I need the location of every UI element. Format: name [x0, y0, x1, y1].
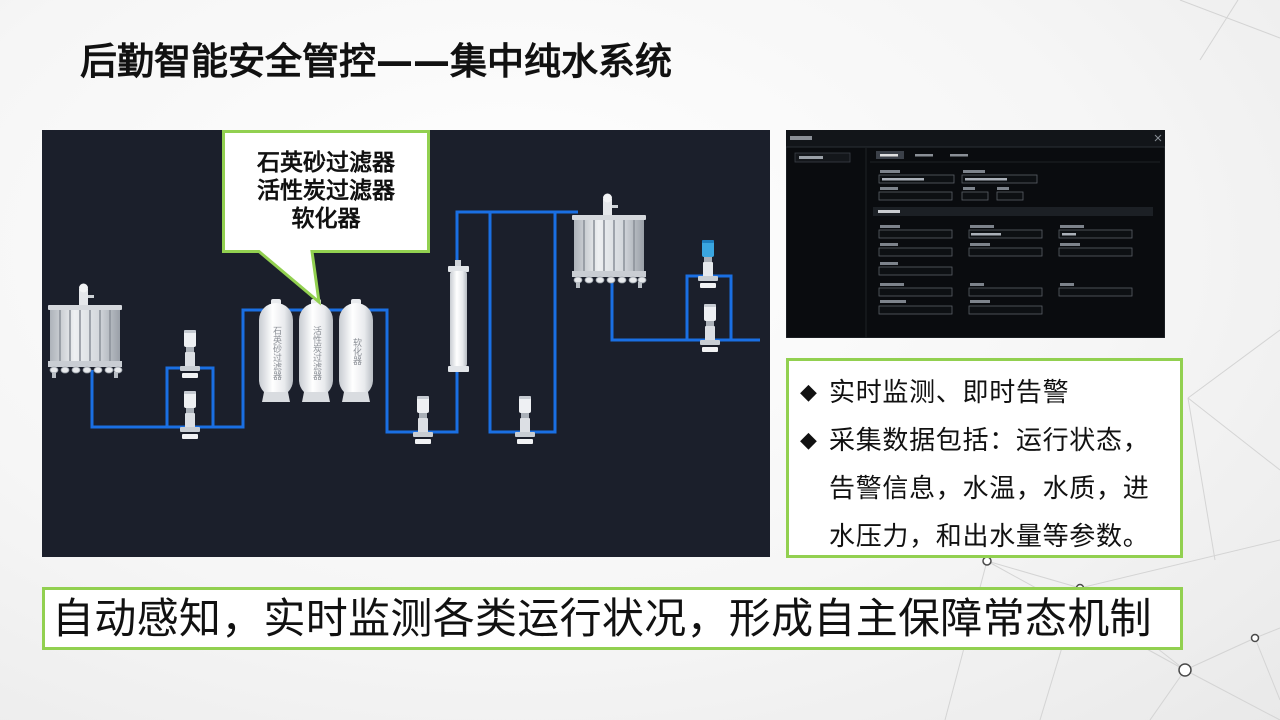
callout-bubble [222, 130, 430, 306]
filter-label-quartz: 石英砂过滤器 [271, 326, 281, 380]
callout-text: 石英砂过滤器 活性炭过滤器 软化器 [222, 149, 430, 233]
membrane-column [448, 260, 469, 372]
network-node [1250, 633, 1260, 643]
pure-water-tank [572, 193, 647, 289]
form-input-values [882, 178, 1076, 236]
bullet-continuation-line: 告警信息，水温，水质，进 [800, 465, 1180, 513]
filter-label-softener: 软化器 [351, 338, 361, 365]
form-tab-text [915, 154, 933, 157]
slide-title: 后勤智能安全管控——集中纯水系统 [80, 40, 672, 83]
bullet-text: 采集数据包括：运行状态， [829, 426, 1150, 456]
bullet-text: 告警信息，水温，水质，进 [829, 474, 1150, 504]
filter-label-carbon: 活性炭过滤器 [311, 326, 321, 380]
form-title-text [790, 136, 812, 140]
form-tab-text [950, 154, 968, 157]
quartz-sand-filter [259, 299, 293, 402]
bullet-continuation-line: 水压力，和出水量等参数。 [800, 513, 1180, 561]
form-tab-text [880, 154, 898, 157]
form-section-header-text [878, 210, 900, 213]
diamond-bullet-icon: ◆ [800, 428, 817, 453]
form-field-labels [880, 170, 1084, 303]
form-nav-item-text [799, 156, 823, 159]
device-form-screenshot [786, 130, 1165, 338]
form-section-header [873, 207, 1153, 216]
raw-water-pump [180, 391, 200, 439]
callout-line: 石英砂过滤器 [257, 150, 395, 176]
bullet-text: 实时监测、即时告警 [829, 378, 1070, 408]
raw-water-pump [180, 330, 200, 378]
diamond-bullet-icon: ◆ [800, 380, 817, 405]
supply-pump [700, 304, 720, 352]
network-node [1178, 663, 1192, 677]
raw-water-tank [48, 283, 123, 379]
form-title-bar [786, 130, 1165, 147]
callout-line: 活性炭过滤器 [257, 178, 395, 204]
summary-banner: 自动感知，实时监测各类运行状况，形成自主保障常态机制 [42, 587, 1183, 650]
water-system-drawing [48, 193, 760, 444]
supply-pump-blue [698, 240, 718, 288]
water-softener [339, 299, 373, 402]
callout-line: 软化器 [291, 206, 361, 232]
features-box: ◆ 实时监测、即时告警 ◆ 采集数据包括：运行状态， 告警信息，水温，水质，进 … [786, 358, 1183, 558]
close-icon [1154, 134, 1162, 142]
callout-shape [222, 130, 430, 306]
water-system-diagram: 石英砂过滤器 活性炭过滤器 软化器 [42, 130, 770, 557]
bullet-text: 水压力，和出水量等参数。 [829, 522, 1150, 552]
activated-carbon-filter [299, 299, 333, 402]
booster-pump [413, 396, 433, 444]
bullet-line: ◆ 采集数据包括：运行状态， [800, 417, 1180, 465]
high-pressure-pump [515, 396, 535, 444]
bullet-line: ◆ 实时监测、即时告警 [800, 369, 1180, 417]
